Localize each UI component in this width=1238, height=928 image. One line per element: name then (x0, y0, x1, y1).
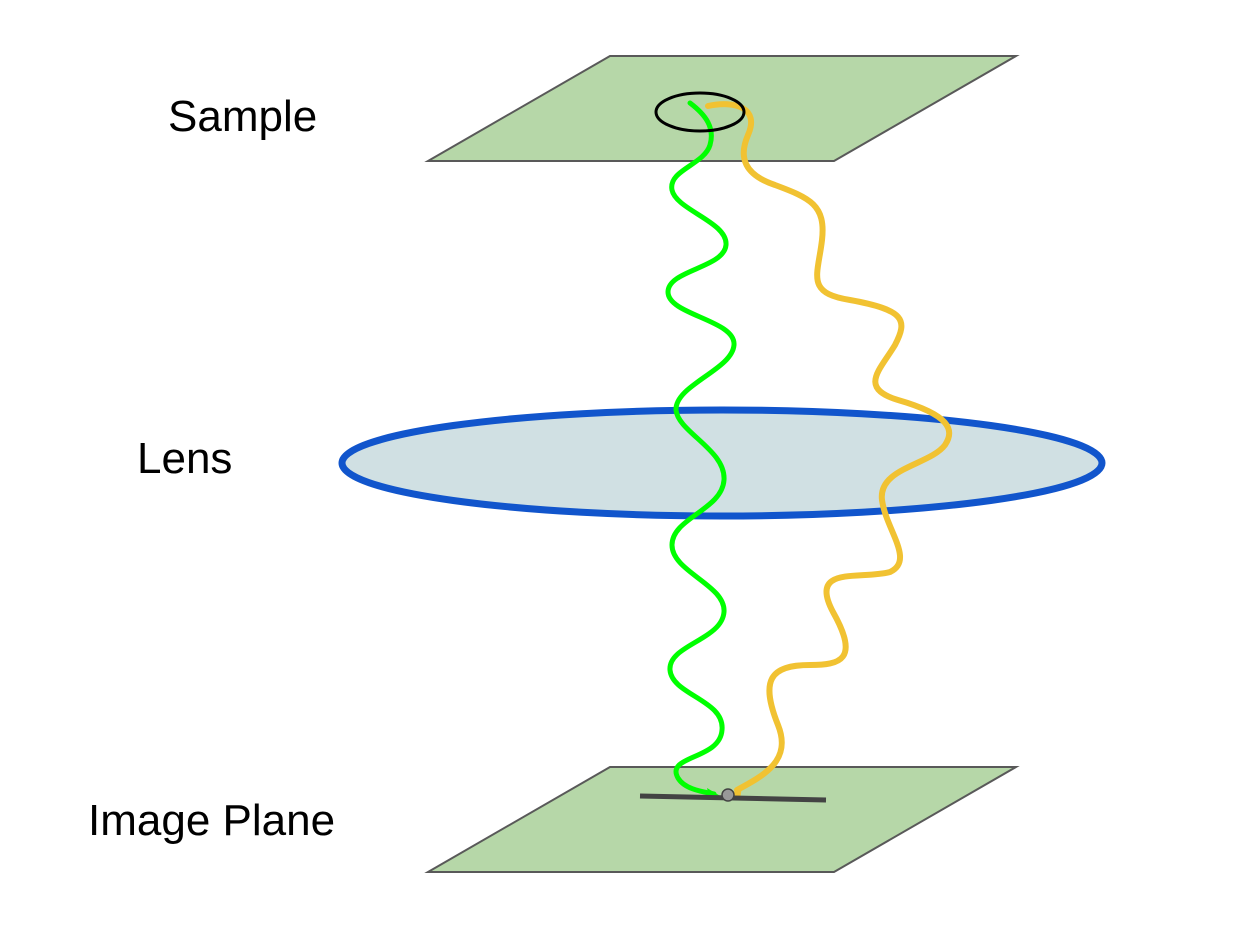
sample-plane (424, 55, 1020, 162)
orange-light-ray (705, 101, 953, 793)
image-plane (424, 766, 1020, 873)
lens-label: Lens (137, 434, 232, 483)
sample-label: Sample (168, 92, 317, 141)
green-light-ray (665, 100, 737, 797)
focus-point-dot (721, 788, 735, 802)
image-plane-label: Image Plane (88, 796, 335, 845)
source-region-circle (654, 91, 746, 133)
